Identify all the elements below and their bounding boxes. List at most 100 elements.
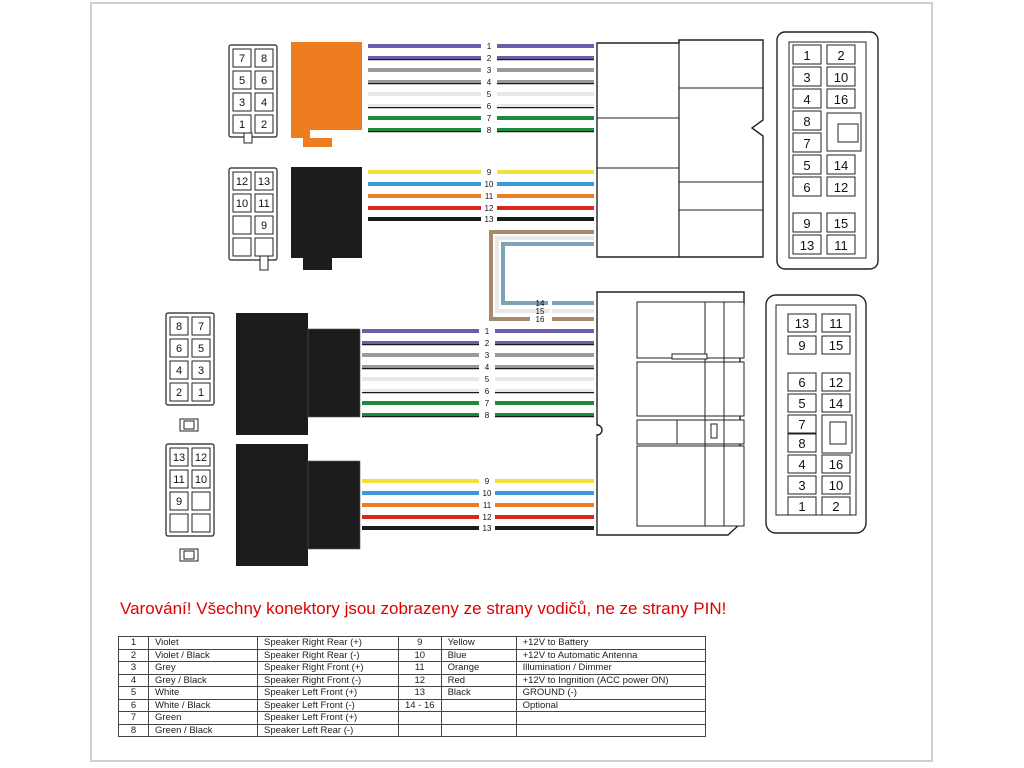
pin-cell — [826, 176, 856, 197]
pin-cell — [191, 447, 211, 467]
pin-cell — [792, 154, 822, 175]
pin-cell — [254, 92, 274, 112]
legend-cell-c2: Yellow — [440, 636, 517, 650]
pin-number: 11 — [173, 474, 184, 486]
pin-number: 7 — [239, 53, 245, 65]
pin-number: 1 — [803, 48, 810, 63]
legend-cell-c1: Green — [148, 711, 258, 725]
pin-cell — [826, 212, 856, 233]
connector-body — [228, 167, 278, 261]
wire-label: 9 — [487, 168, 492, 177]
pin-number: 16 — [829, 457, 843, 472]
pin-number: 14 — [834, 158, 848, 173]
warning-text: Varování! Všechny konektory jsou zobraze… — [120, 599, 727, 618]
pin-cell — [169, 338, 189, 358]
wire-label: 1 — [485, 327, 490, 336]
pin-number: 16 — [834, 92, 848, 107]
legend-cell-f2: +12V to Battery — [515, 636, 706, 650]
pin-number: 5 — [239, 75, 245, 87]
pin-cell — [169, 447, 189, 467]
pin-number: 12 — [829, 375, 843, 390]
wire-label: 13 — [483, 524, 492, 533]
pin-number: 11 — [834, 238, 848, 253]
pin-number: 3 — [803, 70, 810, 85]
pin-cell — [191, 469, 211, 489]
pin-cell — [191, 491, 211, 511]
pin-cell — [792, 110, 822, 131]
legend-cell-n1: 4 — [118, 673, 149, 687]
pin-cell — [787, 454, 817, 474]
pin-number: 1 — [239, 119, 245, 131]
pin-cell — [191, 382, 211, 402]
pin-number: 4 — [798, 457, 805, 472]
legend-cell-f2 — [515, 711, 706, 725]
pin-number: 13 — [800, 238, 814, 253]
pin-cell — [254, 215, 274, 235]
legend-cell-n2 — [398, 711, 442, 725]
legend-cell-n2: 11 — [398, 661, 442, 675]
pin-number: 5 — [798, 396, 805, 411]
pin-cell — [232, 114, 252, 134]
pin-cell — [254, 48, 274, 68]
pin-cell — [826, 234, 856, 255]
pin-cell — [787, 496, 817, 516]
connector-body — [228, 44, 278, 138]
legend-cell-f1: Speaker Left Rear (-) — [257, 723, 399, 737]
wire-label: 10 — [483, 489, 492, 498]
connector-latch — [259, 255, 269, 271]
orange-connector-housing — [291, 42, 362, 147]
legend-cell-n2 — [398, 723, 442, 737]
wire-label: 16 — [536, 315, 545, 324]
wire-label: 3 — [487, 66, 492, 75]
wire-label: 4 — [485, 363, 490, 372]
legend-cell-n2: 13 — [398, 686, 442, 700]
pin-cell — [787, 433, 817, 453]
wire-label: 11 — [485, 192, 494, 201]
legend-cell-c1: White — [148, 686, 258, 700]
pin-cell — [232, 215, 252, 235]
pin-number: 9 — [803, 216, 810, 231]
housing-slot — [710, 423, 718, 439]
legend-cell-f1: Speaker Right Front (-) — [257, 673, 399, 687]
pin-cell — [232, 171, 252, 191]
pin-cell — [232, 92, 252, 112]
pin-number: 4 — [803, 92, 810, 107]
optional-wire — [495, 236, 594, 313]
pin-cell — [787, 372, 817, 392]
pin-number: 4 — [176, 365, 182, 377]
legend-cell-c2: Blue — [440, 648, 517, 662]
legend-cell-n1: 1 — [118, 636, 149, 650]
wire-label: 8 — [485, 411, 490, 420]
pin-number: 8 — [798, 436, 805, 451]
pin-number: 1 — [798, 499, 805, 514]
pin-cell — [169, 360, 189, 380]
optional-wire — [489, 230, 594, 321]
pin-cell — [792, 66, 822, 87]
legend-cell-n1: 5 — [118, 686, 149, 700]
legend-cell-c2 — [440, 698, 517, 712]
wire-label: 14 — [536, 299, 545, 308]
pin-number: 2 — [176, 387, 182, 399]
legend-cell-c1: White / Black — [148, 698, 258, 712]
legend-cell-c2: Black — [440, 686, 517, 700]
pin-cell — [792, 132, 822, 153]
legend-cell-n2: 10 — [398, 648, 442, 662]
pin-number: 12 — [236, 176, 248, 188]
pin-cell — [169, 316, 189, 336]
legend-cell-c2 — [440, 723, 517, 737]
legend-cell-f1: Speaker Left Front (+) — [257, 686, 399, 700]
pin-number: 10 — [834, 70, 848, 85]
pin-number: 2 — [261, 119, 267, 131]
legend-cell-f2: Illumination / Dimmer — [515, 661, 706, 675]
pin-number: 5 — [803, 158, 810, 173]
legend-cell-f1: Speaker Right Front (+) — [257, 661, 399, 675]
pin-cell — [821, 393, 851, 413]
wire-label: 7 — [487, 114, 492, 123]
connector-body — [165, 312, 215, 406]
pin-number: 8 — [176, 321, 182, 333]
